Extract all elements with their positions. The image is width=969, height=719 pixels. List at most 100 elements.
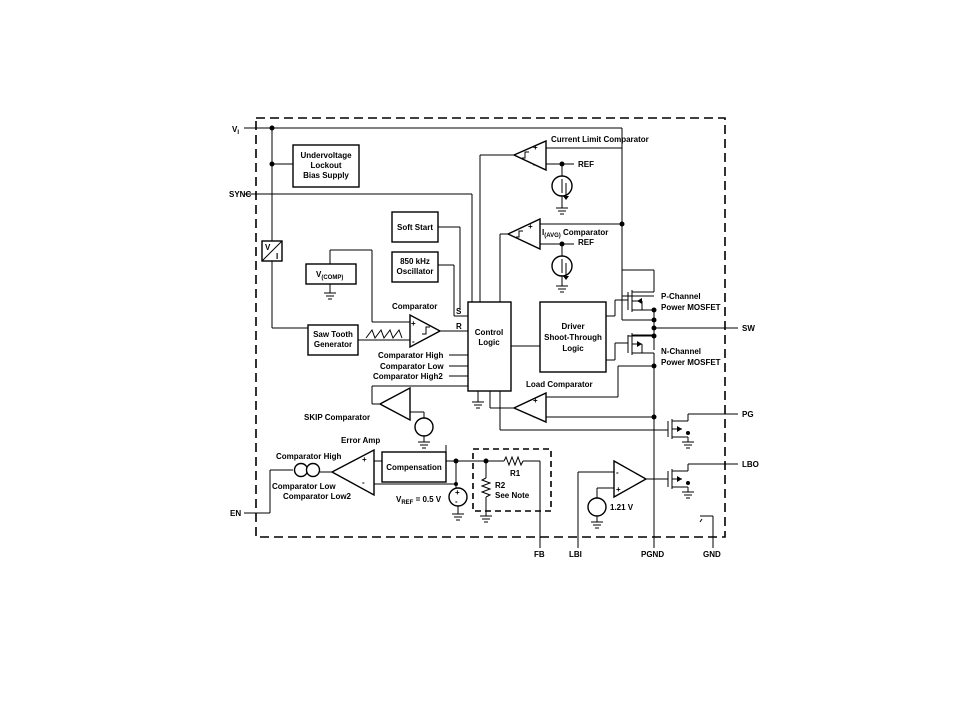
- svg-text:-: -: [533, 160, 536, 169]
- soft-start-label: Soft Start: [397, 223, 433, 232]
- oscillator-line2: Oscillator: [397, 267, 434, 276]
- svg-text:+: +: [533, 396, 538, 405]
- skip-comparator-label: SKIP Comparator: [304, 413, 370, 422]
- svg-text:-: -: [528, 239, 531, 248]
- svg-text:-: -: [455, 497, 458, 506]
- svg-text:+: +: [533, 143, 538, 152]
- r-input-label: R: [456, 322, 462, 331]
- control-logic-line1: Control: [475, 328, 503, 337]
- pin-pg-label: PG: [742, 410, 754, 419]
- iavg-comparator: [506, 217, 541, 251]
- vi-converter-v: V: [265, 243, 271, 252]
- svg-text:-: -: [362, 478, 365, 487]
- nmos-line1: N-Channel: [661, 347, 701, 356]
- lbo-mosfet: [667, 464, 689, 492]
- ground-symbol: [699, 515, 713, 523]
- load-comparator: [512, 391, 547, 424]
- pin-fb-label: FB: [534, 550, 545, 559]
- compensation-label: Compensation: [386, 463, 442, 472]
- pwm-comparator: [409, 313, 442, 349]
- uvlo-line3: Bias Supply: [303, 171, 349, 180]
- load-comparator-label: Load Comparator: [526, 380, 593, 389]
- pin-gnd-label: GND: [703, 550, 721, 559]
- pmos-line1: P-Channel: [661, 292, 701, 301]
- skip-voltage-source: [414, 417, 434, 437]
- uvlo-line2: Lockout: [310, 161, 341, 170]
- svg-text:+: +: [528, 222, 533, 231]
- driver-line1: Driver: [561, 322, 584, 331]
- uvlo-line1: Undervoltage: [300, 151, 352, 160]
- vcomp-label: V(COMP): [316, 270, 343, 281]
- control-logic-line2: Logic: [478, 338, 500, 347]
- r1-resistor: [503, 455, 524, 467]
- current-limit-comparator-label: Current Limit Comparator: [551, 135, 649, 144]
- r2-resistor: [480, 477, 492, 498]
- ground-symbol: [452, 513, 464, 521]
- svg-text:-: -: [533, 412, 536, 421]
- vi-converter-i: I: [276, 252, 278, 261]
- vcomp-block: [305, 263, 357, 285]
- pin-en-label: EN: [230, 509, 241, 518]
- svg-text:-: -: [412, 337, 415, 346]
- sawtooth-line2: Generator: [314, 340, 352, 349]
- svg-text:+: +: [362, 455, 367, 464]
- compensation-block: [381, 451, 447, 483]
- pin-sw-label: SW: [742, 324, 755, 333]
- oscillator-block: [391, 251, 439, 283]
- bandgap-source: [587, 497, 607, 517]
- pin-lbo-label: LBO: [742, 460, 759, 469]
- svg-text:+: +: [616, 485, 621, 494]
- comparator-high-label: Comparator High: [378, 351, 443, 360]
- pin-pgnd-label: PGND: [641, 550, 664, 559]
- nmos-line2: Power MOSFET: [661, 358, 721, 367]
- pin-sync-label: SYNC: [229, 190, 251, 199]
- n-channel-mosfet: [627, 333, 654, 355]
- ground-symbol: [472, 401, 484, 409]
- ground-symbol: [556, 285, 568, 293]
- ea-comparator-low2-label: Comparator Low2: [283, 492, 352, 501]
- error-amp-label: Error Amp: [341, 436, 380, 445]
- ea-comparator-low-label: Comparator Low: [272, 482, 336, 491]
- current-limit-comparator: [512, 139, 547, 172]
- pg-mosfet: [667, 414, 689, 442]
- ground-symbol: [682, 441, 694, 449]
- ground-symbol: [556, 207, 568, 215]
- iavg-comparator-label: I(AVG) Comparator: [542, 228, 608, 239]
- ref1-label: REF: [578, 160, 594, 169]
- pmos-line2: Power MOSFET: [661, 303, 721, 312]
- skip-comparator: [378, 386, 411, 422]
- window-comparator-ring-1: [293, 462, 309, 478]
- comparator-label: Comparator: [392, 302, 437, 311]
- ground-symbol: [591, 521, 603, 529]
- p-channel-mosfet: [627, 290, 654, 312]
- driver-block: [539, 301, 607, 373]
- comparator-low-label: Comparator Low: [380, 362, 444, 371]
- sawtooth-waveform: [365, 328, 403, 340]
- ref2-label: REF: [578, 238, 594, 247]
- v121-label: 1.21 V: [610, 503, 634, 512]
- ground-symbol: [324, 292, 336, 300]
- error-amp: [330, 448, 375, 497]
- uvlo-block: [292, 144, 360, 188]
- pin-lbi-label: LBI: [569, 550, 582, 559]
- lbi-comparator: [613, 459, 648, 499]
- see-note-label: See Note: [495, 491, 530, 500]
- driver-line3: Logic: [562, 344, 584, 353]
- r1-label: R1: [510, 469, 521, 478]
- ground-symbol: [682, 491, 694, 499]
- pin-vi-label: VI: [232, 125, 239, 136]
- ea-comparator-high-label: Comparator High: [276, 452, 341, 461]
- svg-text:+: +: [411, 319, 416, 328]
- r2-label: R2: [495, 481, 506, 490]
- vref-label: VREF = 0.5 V: [396, 495, 442, 506]
- driver-line2: Shoot-Through: [544, 333, 602, 342]
- ground-symbol: [418, 441, 430, 449]
- svg-text:+: +: [455, 488, 460, 497]
- sawtooth-line1: Saw Tooth: [313, 330, 353, 339]
- s-input-label: S: [456, 307, 462, 316]
- ground-symbol: [480, 515, 492, 523]
- svg-text:-: -: [616, 468, 619, 477]
- oscillator-line1: 850 kHz: [400, 257, 430, 266]
- window-comparator-ring-2: [305, 462, 321, 478]
